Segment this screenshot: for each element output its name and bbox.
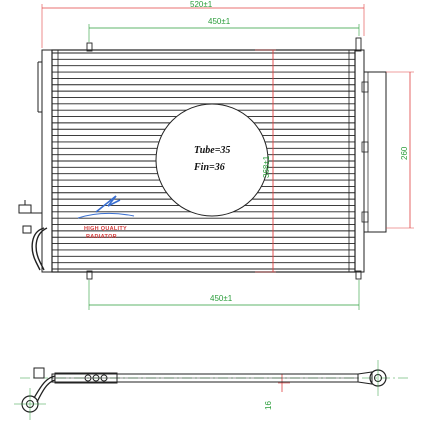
core-width-top-value: 450±1 (208, 17, 231, 26)
top-view-pipe-2 (36, 379, 56, 403)
logo-text-line2: RADIATOR (86, 234, 117, 240)
top-view-pipe-1 (33, 375, 56, 399)
outlet-pipe (35, 227, 48, 271)
fin-count-label: Fin=36 (193, 162, 225, 173)
receiver-bracket-bottom (361, 211, 369, 223)
overall-width-value: 520±1 (190, 0, 213, 9)
top-view-tank (54, 372, 118, 384)
logo-arc (77, 212, 135, 219)
pipe-connector-block (18, 204, 32, 214)
top-left-pin (86, 42, 93, 52)
receiver-bracket-top (361, 81, 369, 93)
top-view-bolt-1 (84, 374, 92, 382)
thickness-value: 16 (264, 401, 273, 410)
receiver-bracket-mid (361, 141, 369, 153)
inlet-pipe (31, 227, 45, 271)
detail-circle (155, 103, 269, 217)
tube-count-label: Tube=35 (194, 145, 230, 156)
top-view-right-bracket (357, 371, 373, 385)
bottom-right-pin (355, 270, 362, 280)
logo-swoosh (95, 195, 121, 213)
right-header-tank (354, 49, 365, 273)
core-height-value: 368±1 (262, 155, 271, 178)
top-view-bolt-2 (92, 374, 100, 382)
top-view-left-block (33, 367, 45, 379)
top-right-pin (355, 37, 362, 52)
dimension-lines: 520±1 450±1 450±1 368±1 260 16 (41, 0, 414, 410)
pipe-flange (22, 225, 32, 234)
left-header-tank (41, 49, 53, 273)
logo-watermark: HIGH QUALITY RADIATOR (77, 195, 135, 240)
condenser-top-view (14, 360, 410, 420)
bottom-left-pin (86, 270, 93, 280)
side-height-value: 260 (400, 146, 409, 160)
core-width-bottom-value: 450±1 (210, 294, 233, 303)
top-view-bolt-3 (100, 374, 108, 382)
logo-text-line1: HIGH QUALITY (84, 226, 127, 232)
